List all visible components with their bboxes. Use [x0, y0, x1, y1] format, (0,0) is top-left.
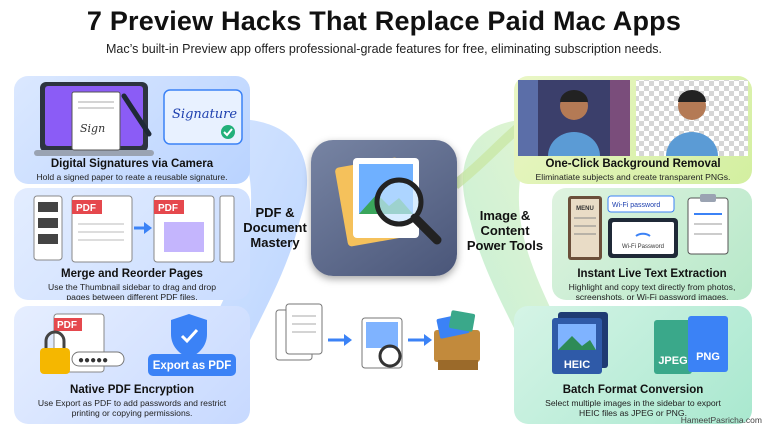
card-description: Use Export as PDF to add passwords and r…: [37, 398, 227, 418]
card-title: Digital Signatures via Camera: [50, 158, 214, 170]
card-background-removal: One-Click Background Removal Eliminatiat…: [514, 76, 752, 184]
card-description: Highlight and copy text directly from ph…: [568, 282, 736, 300]
card-pdf-encryption: PDF ●●●●● Export as PDF Native PDF Encry…: [14, 306, 250, 424]
card-merge-pages: PDF PDF Merge and Reorder Pages Use the …: [14, 188, 250, 300]
page-subtitle: Mac’s built-in Preview app offers profes…: [105, 42, 663, 56]
magnifier-photos-icon: [335, 157, 442, 247]
preview-app-icon: [311, 140, 457, 276]
encryption-illustration: PDF ●●●●● Export as PDF: [40, 313, 236, 376]
center-conversion-illustration: [275, 303, 480, 370]
card-title: Merge and Reorder Pages: [61, 268, 203, 280]
svg-text:PDF: PDF: [76, 203, 96, 214]
card-title: Batch Format Conversion: [562, 384, 704, 396]
background-removal-illustration: [518, 80, 748, 156]
card-format-conversion: HEIC JPEG PNG Batch Format Conversion Se…: [514, 306, 752, 424]
card-description: Select multiple images in the sidebar to…: [545, 398, 721, 418]
svg-text:PNG: PNG: [696, 351, 720, 363]
svg-text:HEIC: HEIC: [564, 359, 590, 371]
svg-text:PDF: PDF: [158, 203, 178, 214]
svg-text:PDF: PDF: [57, 320, 77, 331]
card-description: Hold a signed paper to reate a reusable …: [36, 172, 228, 182]
svg-text:●●●●●: ●●●●●: [78, 355, 108, 366]
svg-text:JPEG: JPEG: [658, 355, 687, 367]
card-live-text: MENU Wi-Fi password Wi-Fi Password Insta…: [552, 188, 752, 300]
merge-illustration: PDF PDF: [33, 195, 235, 263]
page-title: 7 Preview Hacks That Replace Paid Mac Ap…: [86, 6, 682, 36]
svg-text:Signature: Signature: [172, 107, 237, 122]
live-text-illustration: MENU Wi-Fi password Wi-Fi Password: [568, 194, 729, 260]
card-digital-signatures: Sign Signature Digital Signatures via Ca…: [14, 76, 250, 184]
svg-text:Export as PDF: Export as PDF: [153, 360, 232, 372]
svg-text:Wi-Fi password: Wi-Fi password: [612, 202, 660, 209]
card-title: One-Click Background Removal: [545, 158, 721, 170]
card-title: Instant Live Text Extraction: [577, 268, 727, 280]
card-description: Eliminatiate subjects and create transpa…: [535, 172, 731, 182]
watermark: HameetPasricha.com: [680, 415, 762, 425]
svg-text:Wi-Fi Password: Wi-Fi Password: [622, 244, 664, 250]
signature-illustration: Sign Signature: [34, 82, 243, 156]
svg-text:MENU: MENU: [576, 206, 594, 212]
card-title: Native PDF Encryption: [70, 384, 194, 396]
format-conversion-illustration: HEIC JPEG PNG: [552, 312, 728, 374]
card-description: Use the Thumbnail sidebar to drag and dr…: [47, 282, 216, 300]
svg-text:Sign: Sign: [80, 122, 105, 135]
